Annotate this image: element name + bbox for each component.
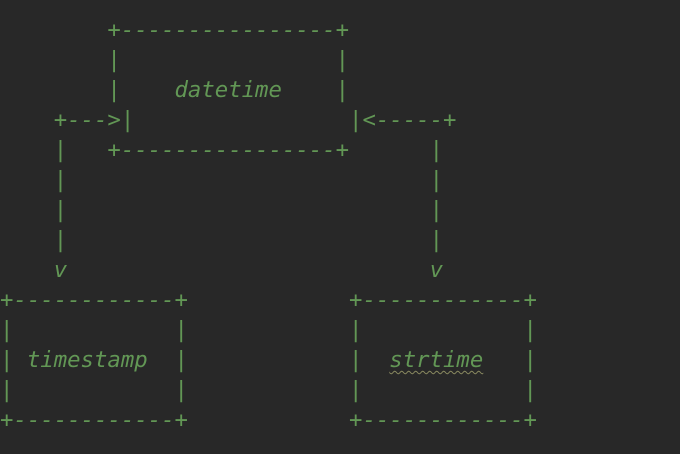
lower-boxes-side: | | | | — [0, 317, 537, 343]
datetime-box-top-border: +----------------+ — [0, 17, 350, 43]
connector-line: | | — [0, 197, 443, 223]
strtime-box-label: strtime — [389, 347, 484, 373]
datetime-box-side: | | — [0, 47, 350, 73]
connector-line: | | — [0, 167, 443, 193]
lower-boxes-bottom-border: +------------+ +------------+ — [0, 407, 537, 433]
lower-boxes-top-border: +------------+ +------------+ — [0, 287, 537, 313]
datetime-box-bottom-border: | +----------------+ | — [0, 137, 443, 163]
timestamp-box-label: | timestamp | | — [0, 347, 390, 373]
lower-boxes-label-line: | timestamp | | strtime | — [0, 345, 537, 375]
datetime-box-label-line: | datetime | — [0, 77, 350, 103]
connector-line: | | — [0, 227, 443, 253]
strtime-box-right-border: | — [483, 347, 537, 373]
lower-boxes-side: | | | | — [0, 377, 537, 403]
datetime-box-arrows-line: +--->| |<-----+ — [0, 107, 457, 133]
arrow-heads-line: v v — [0, 257, 443, 283]
